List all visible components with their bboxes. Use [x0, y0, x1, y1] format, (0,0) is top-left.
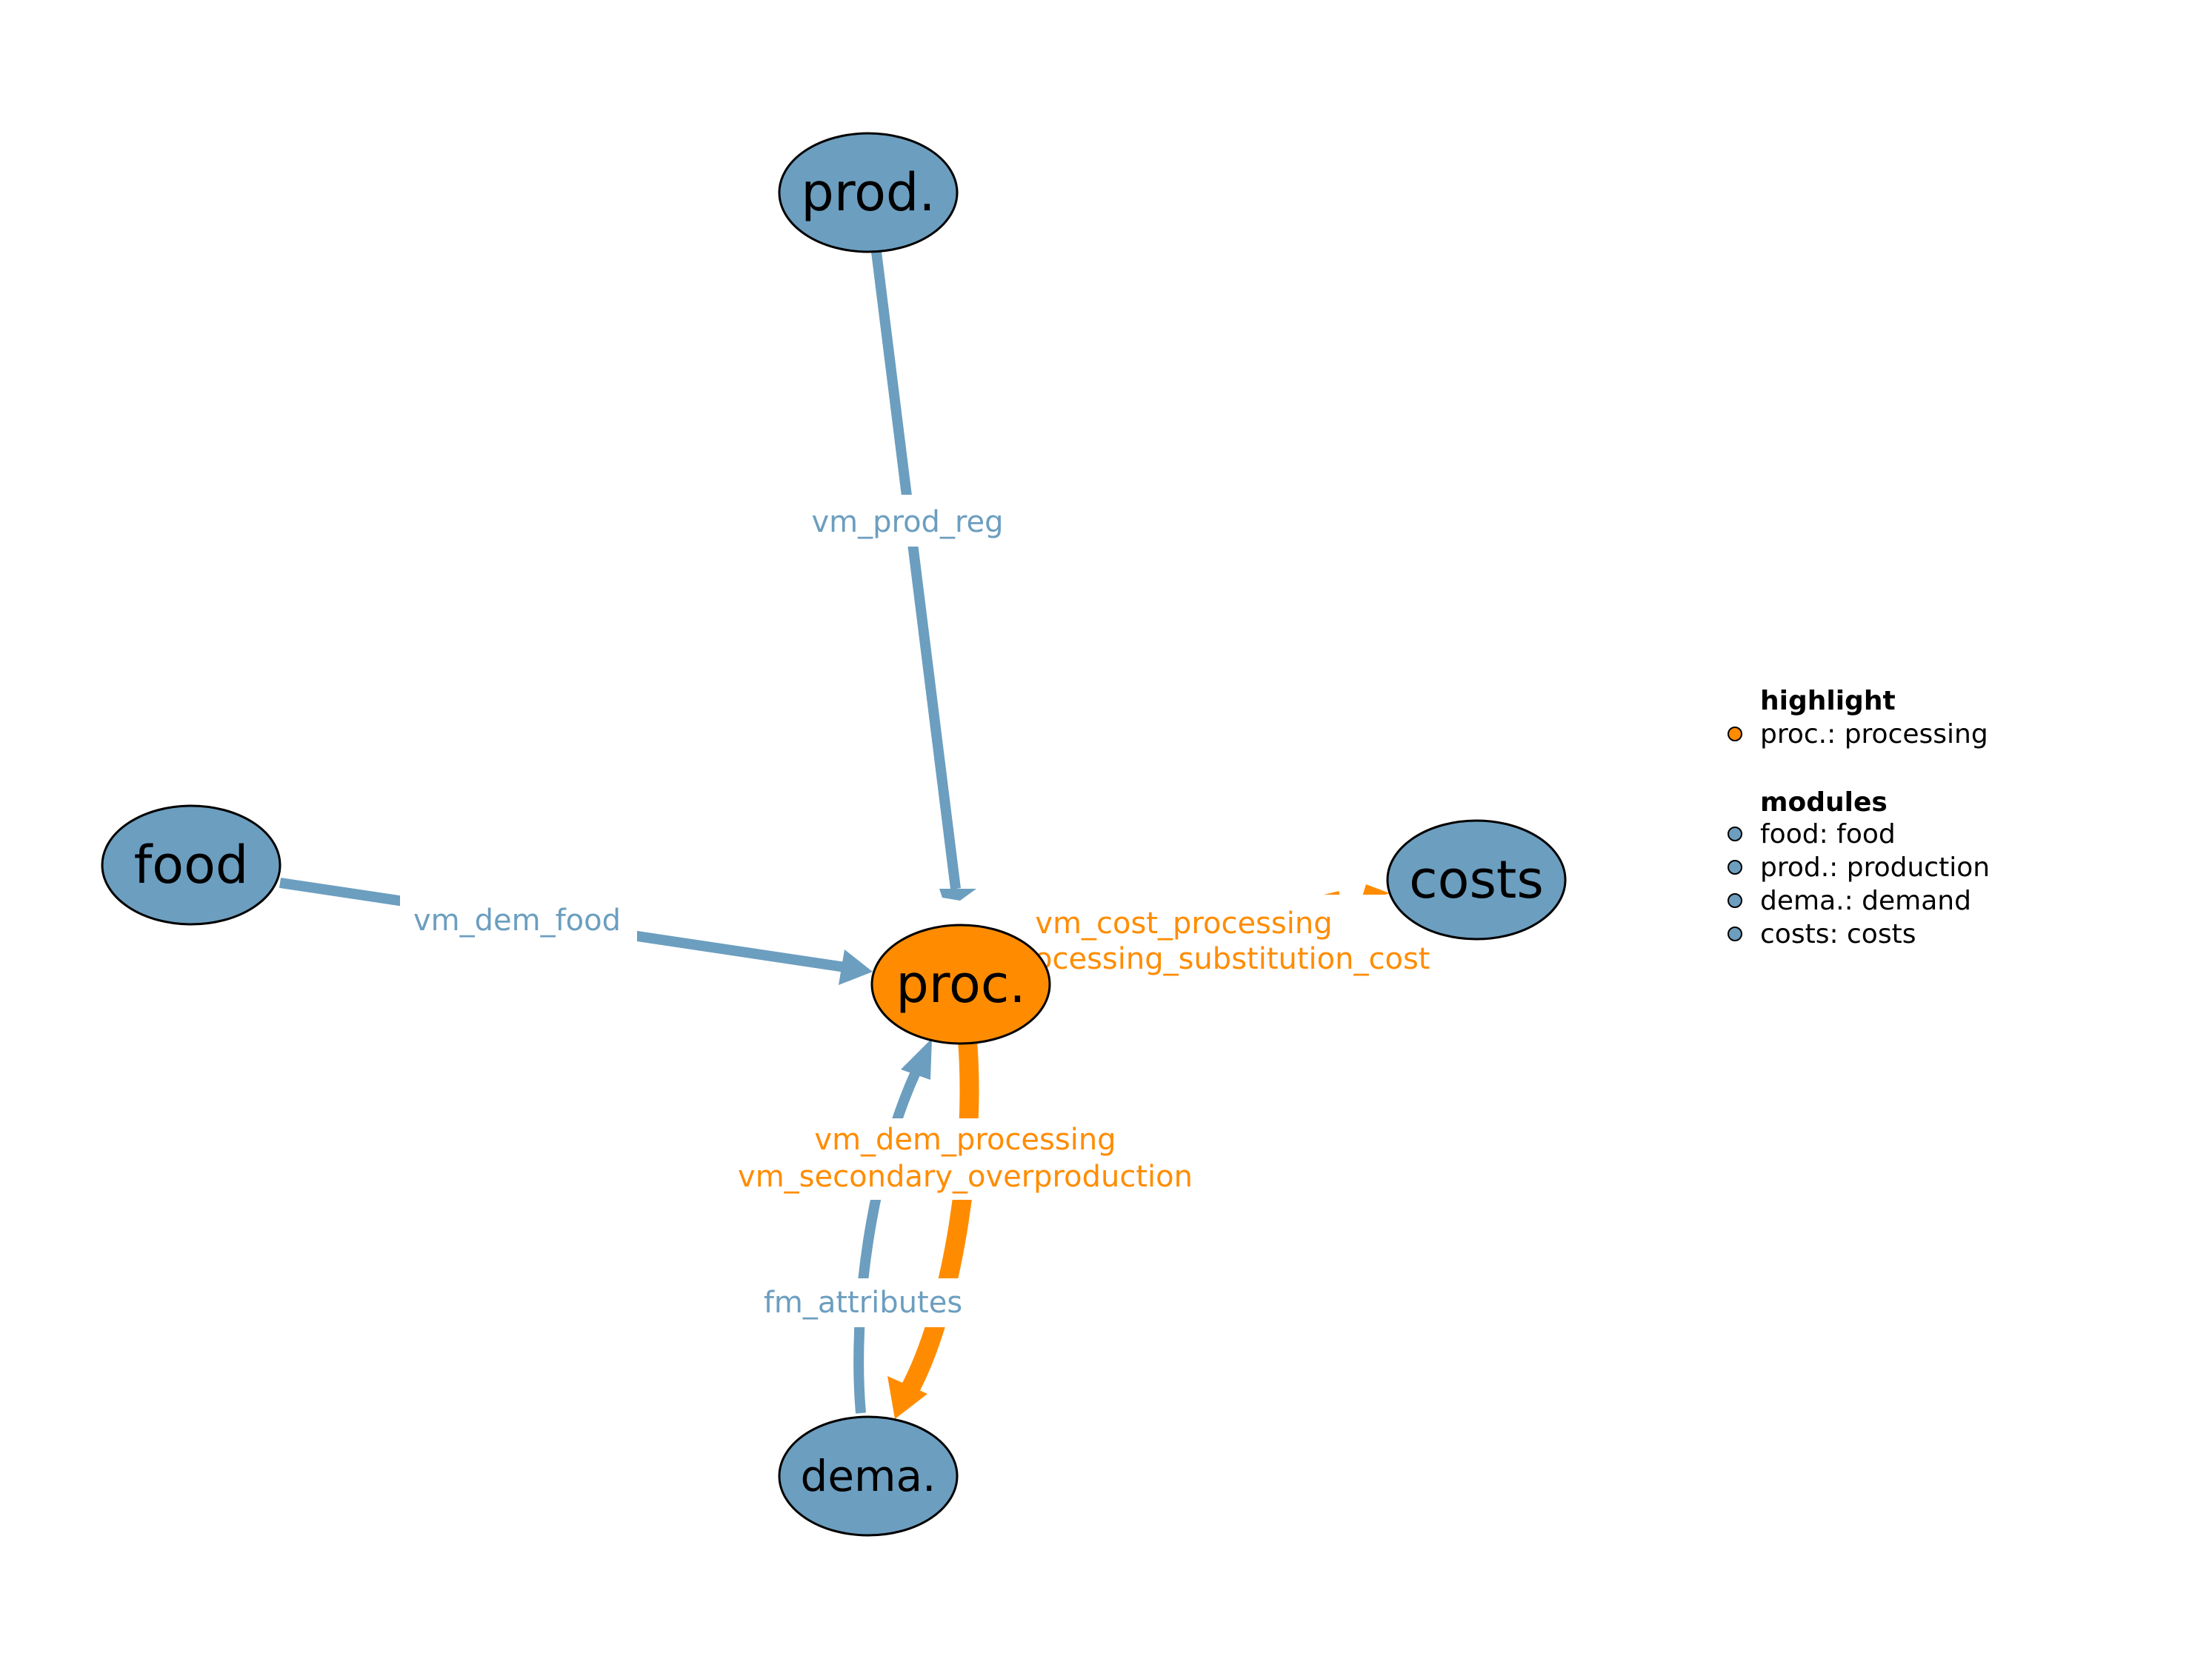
legend-item-proc: proc.: processing	[1760, 719, 1988, 750]
edge-label-proc-costs-1: vm_cost_processing	[1035, 907, 1332, 941]
node-label-food: food	[134, 835, 249, 895]
edge-label-prod-proc: vm_prod_reg	[811, 505, 1003, 539]
edge-label-proc-dema-1: vm_dem_processing	[814, 1123, 1116, 1157]
edge-proc-to-dema	[887, 1039, 979, 1419]
legend-heading-modules: modules	[1760, 787, 1888, 818]
edge-label-proc-costs-2: ocessing_substitution_cost	[1034, 942, 1430, 976]
edge-food-to-proc: vm_dem_food	[279, 878, 873, 985]
node-proc[interactable]: proc.	[870, 924, 1051, 1045]
node-label-proc: proc.	[896, 954, 1025, 1015]
node-label-costs: costs	[1409, 849, 1544, 910]
legend: highlight proc.: processing modules food…	[1728, 686, 1990, 949]
node-prod[interactable]: prod.	[778, 132, 959, 253]
legend-item-prod: prod.: production	[1760, 852, 1990, 883]
edge-label-proc-dema-2: vm_secondary_overproduction	[738, 1160, 1193, 1194]
legend-item-dema: dema.: demand	[1760, 886, 1971, 916]
node-label-dema: dema.	[801, 1451, 936, 1501]
edge-label-dema-proc: fm_attributes	[764, 1286, 962, 1320]
legend-marker-food	[1728, 827, 1742, 841]
node-dema[interactable]: dema.	[778, 1415, 959, 1537]
node-label-prod: prod.	[801, 162, 935, 223]
node-food[interactable]: food	[101, 804, 282, 926]
legend-item-food: food: food	[1760, 819, 1896, 849]
legend-marker-dema	[1728, 893, 1742, 908]
edge-prod-to-proc: vm_prod_reg	[800, 245, 1015, 901]
edge-dema-to-proc	[853, 1038, 932, 1414]
legend-item-costs: costs: costs	[1760, 919, 1916, 949]
legend-marker-prod	[1728, 860, 1742, 875]
legend-marker-costs	[1728, 927, 1742, 941]
legend-heading-highlight: highlight	[1760, 686, 1896, 716]
edge-label-food-proc: vm_dem_food	[413, 904, 621, 938]
legend-marker-proc	[1728, 727, 1742, 741]
node-costs[interactable]: costs	[1386, 819, 1567, 941]
edge-proc-to-costs: vm_cost_processing ocessing_substitution…	[1030, 884, 1430, 976]
